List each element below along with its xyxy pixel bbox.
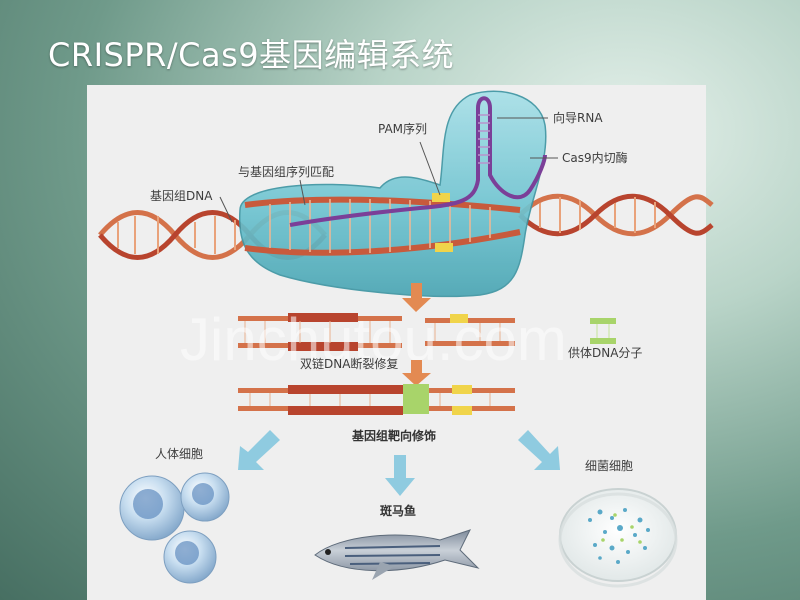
dna-inside-cas9 xyxy=(244,193,521,256)
repaired-dna xyxy=(238,384,515,415)
arrow-to-zebrafish xyxy=(385,455,415,496)
broken-dna xyxy=(238,313,515,351)
zebrafish xyxy=(314,529,480,580)
arrow-to-bacteria xyxy=(518,430,560,470)
genomic-dna-label: 基因组DNA xyxy=(150,189,213,203)
arrow-down-cleavage xyxy=(402,283,431,312)
cas9-protein xyxy=(238,90,547,298)
guide-rna xyxy=(289,96,547,227)
leader-lines xyxy=(219,117,558,223)
dsb-repair-label: 双链DNA断裂修复 xyxy=(300,356,398,371)
guide-rna-label: 向导RNA xyxy=(553,110,603,125)
targeted-mod-label: 基因组靶向修饰 xyxy=(351,428,436,443)
zebrafish-label: 斑马鱼 xyxy=(380,503,416,518)
match-label: 与基因组序列匹配 xyxy=(238,164,334,179)
arrow-to-human-cells xyxy=(238,430,280,470)
bacterial-colonies xyxy=(588,508,650,564)
donor-dna-label: 供体DNA分子 xyxy=(568,346,642,360)
pam-site xyxy=(432,193,450,202)
arrow-down-repair xyxy=(402,360,431,386)
genomic-dna-helix xyxy=(98,193,714,260)
human-cells xyxy=(119,472,230,584)
donor-dna xyxy=(590,318,616,344)
human-cells-label: 人体细胞 xyxy=(155,447,203,461)
pam-label: PAM序列 xyxy=(378,121,427,136)
slide-title: CRISPR/Cas9基因编辑系统 xyxy=(48,36,455,74)
watermark: Jinchutou.com xyxy=(180,306,567,373)
cas9-label: Cas9内切酶 xyxy=(562,150,628,165)
arrows-to-organisms xyxy=(238,430,560,496)
petri-dish xyxy=(558,488,678,588)
bacteria-label: 细菌细胞 xyxy=(585,459,633,473)
pam-site-lower xyxy=(435,243,453,252)
